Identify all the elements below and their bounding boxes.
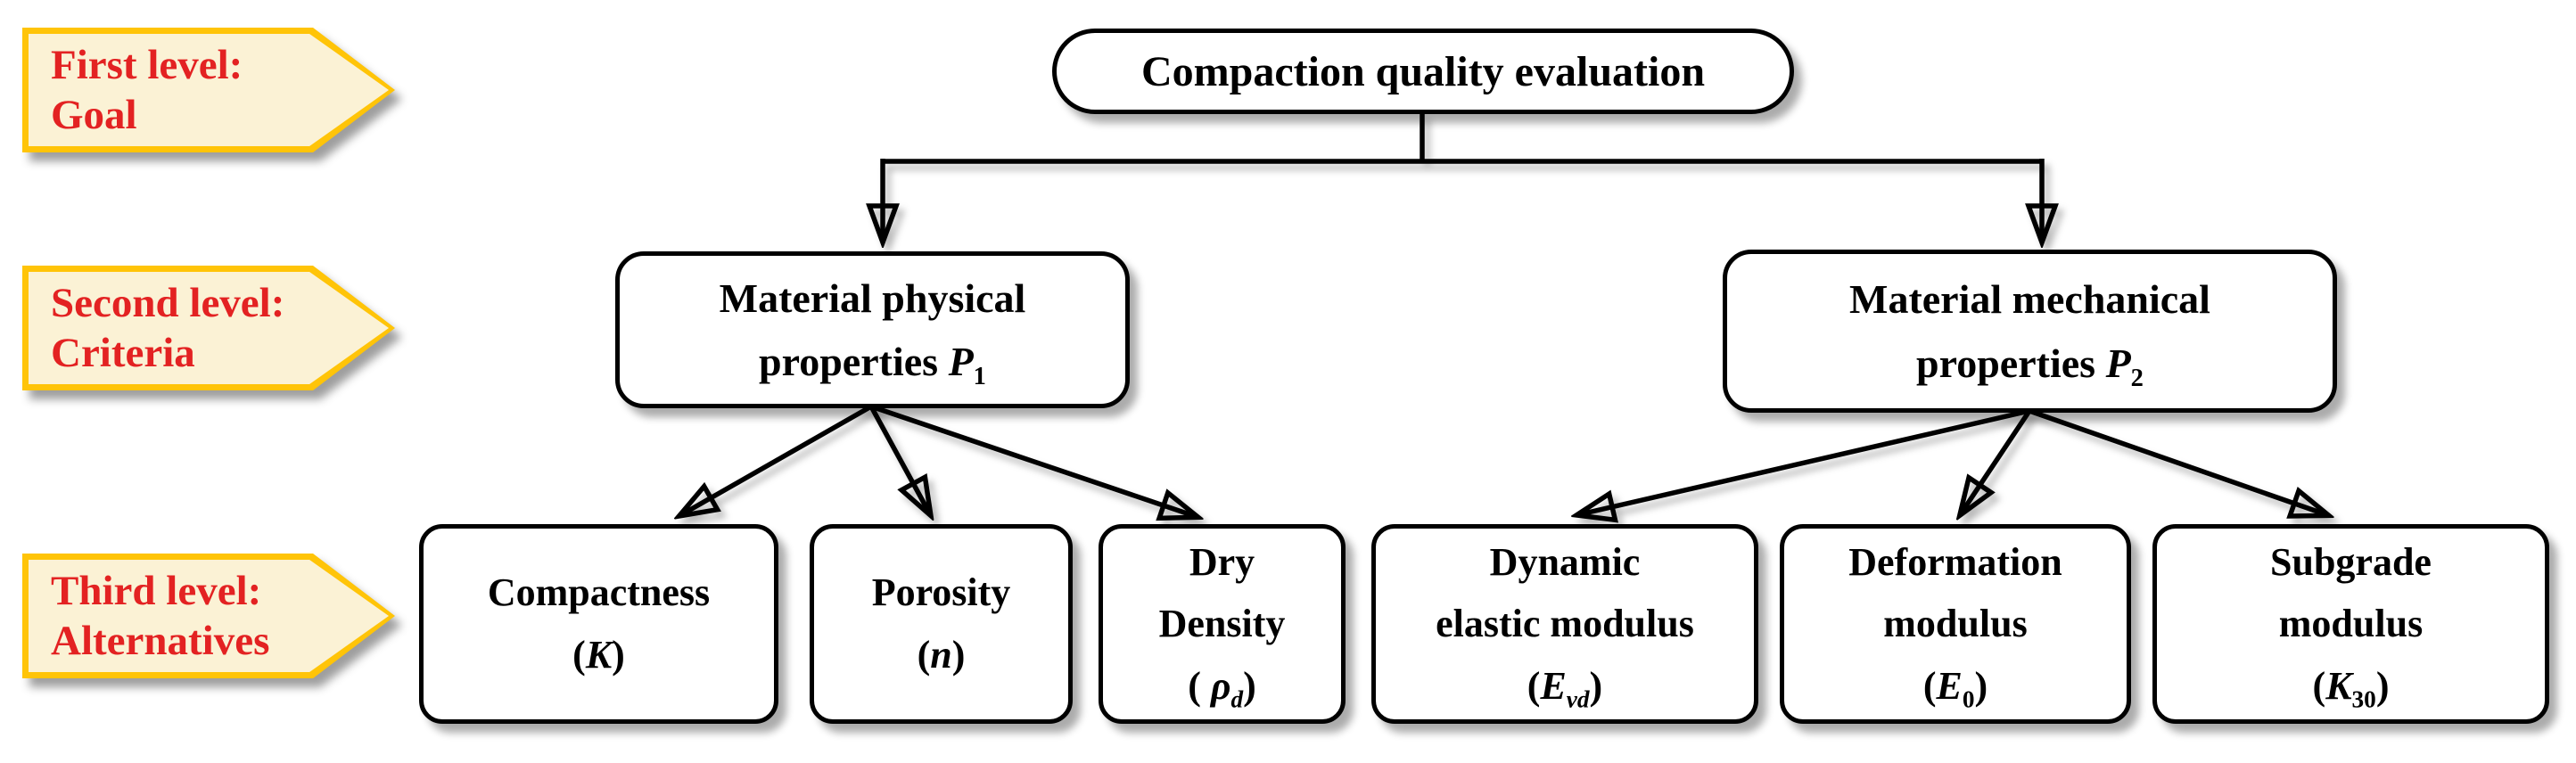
node-label-line: Dynamic <box>1489 539 1641 584</box>
node-label-line: properties P1 <box>759 339 986 390</box>
node-label-line: Deformation <box>1848 539 2062 584</box>
banner-arrow-fill <box>29 560 389 672</box>
arrow-p2-to-subgrade-modulus <box>2029 408 2325 514</box>
symbol-p1-subscript: 1 <box>973 362 986 390</box>
symbol-k: K <box>585 633 613 677</box>
banner-arrow-fill <box>29 272 389 384</box>
level-banner-goal: First level: Goal <box>22 28 395 152</box>
node-alt-deformation-modulus: Deformation modulus (E0) <box>1780 524 2131 724</box>
node-label-line: Dry <box>1189 539 1255 584</box>
arrow-p2-to-deformation-modulus <box>1962 409 2032 513</box>
arrow-p1-to-porosity <box>868 405 929 513</box>
node-alt-subgrade-modulus: Subgrade modulus (K30) <box>2152 524 2549 724</box>
node-symbol-line: (E0) <box>1922 663 1988 713</box>
level-banner-goal-label: First level: Goal <box>22 28 395 152</box>
level-banner-criteria-label: Second level: Criteria <box>22 266 395 390</box>
symbol-p2-subscript: 2 <box>2130 364 2144 392</box>
symbol-p2: P <box>2105 340 2131 386</box>
banner-line: Second level: <box>51 279 285 326</box>
node-alt-compactness: Compactness (K) <box>419 524 778 724</box>
symbol-evd: E <box>1540 663 1567 708</box>
symbol-e0: E <box>1936 663 1963 708</box>
level-banner-alternatives-label: Third level: Alternatives <box>22 554 395 678</box>
node-goal: Compaction quality evaluation <box>1052 29 1794 114</box>
node-alt-dry-density: Dry Density ( ρd) <box>1099 524 1346 724</box>
node-alt-porosity: Porosity (n) <box>810 524 1073 724</box>
node-symbol-line: (n) <box>917 633 966 677</box>
node-label-line: properties P2 <box>1916 340 2144 392</box>
node-symbol-line: ( ρd) <box>1188 663 1256 713</box>
node-label-line: Compactness <box>487 570 711 615</box>
banner-line: Alternatives <box>51 618 270 664</box>
node-criterion-p1: Material physical properties P1 <box>615 251 1130 408</box>
banner-line: Goal <box>51 92 137 138</box>
node-label-line: Material mechanical <box>1849 276 2210 323</box>
arrow-p1-to-compactness <box>682 404 873 514</box>
node-label-line: elastic modulus <box>1436 602 1694 646</box>
banner-line: First level: <box>51 41 243 88</box>
level-banner-criteria: Second level: Criteria <box>22 266 395 390</box>
symbol-k30: K <box>2325 663 2352 708</box>
banner-line: Third level: <box>51 567 262 614</box>
symbol-p1: P <box>948 339 974 384</box>
node-label-line: Density <box>1158 602 1286 646</box>
node-label-line: Material physical <box>719 275 1026 321</box>
banner-line: Criteria <box>51 330 195 376</box>
node-label-line: modulus <box>1883 602 2028 646</box>
level-banner-alternatives: Third level: Alternatives <box>22 554 395 678</box>
node-symbol-line: (K) <box>572 633 625 677</box>
node-symbol-line: (Evd) <box>1527 663 1603 713</box>
arrow-p1-to-dry-density <box>870 404 1195 516</box>
node-label-line: Porosity <box>871 570 1011 615</box>
node-alt-dynamic-elastic-modulus: Dynamic elastic modulus (Evd) <box>1371 524 1758 724</box>
symbol-n: n <box>930 633 952 677</box>
node-label-line: modulus <box>2278 602 2424 646</box>
node-label-line: Subgrade <box>2270 539 2432 584</box>
node-symbol-line: (K30) <box>2312 663 2390 713</box>
node-criterion-p2: Material mechanical properties P2 <box>1723 250 2337 413</box>
banner-arrow-fill <box>29 34 389 146</box>
symbol-rho: ρ <box>1210 663 1231 708</box>
node-goal-label: Compaction quality evaluation <box>1140 47 1706 95</box>
arrow-p2-to-dynamic-elastic-modulus <box>1580 408 2030 514</box>
